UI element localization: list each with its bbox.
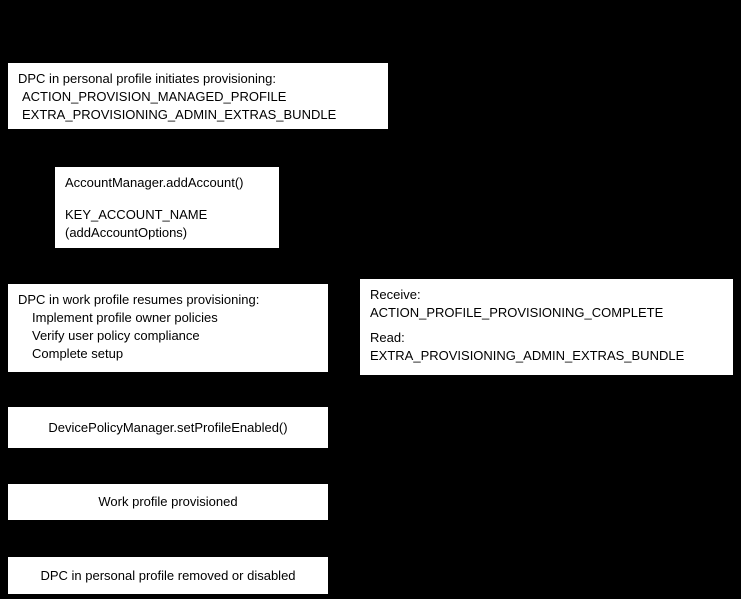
flow-box-add-account: AccountManager.addAccount() KEY_ACCOUNT_… — [55, 167, 279, 248]
flow-box-work-profile-provisioned: Work profile provisioned — [8, 484, 328, 520]
box-line-extra-bundle: EXTRA_PROVISIONING_ADMIN_EXTRAS_BUNDLE — [22, 107, 337, 122]
box-label-receive: Receive: — [370, 287, 421, 302]
box-line-extras-bundle: EXTRA_PROVISIONING_ADMIN_EXTRAS_BUNDLE — [370, 348, 685, 363]
flow-box-set-profile-enabled: DevicePolicyManager.setProfileEnabled() — [8, 407, 328, 448]
box-label-read: Read: — [370, 330, 405, 345]
box-line-action-provision: ACTION_PROVISION_MANAGED_PROFILE — [22, 89, 287, 104]
flow-box-resume-provisioning: DPC in work profile resumes provisioning… — [8, 284, 328, 372]
box-label: DPC in personal profile removed or disab… — [40, 567, 296, 583]
box-title: DPC in personal profile initiates provis… — [18, 71, 276, 86]
box-step-verify-compliance: Verify user policy compliance — [32, 328, 200, 343]
box-line-add-account-call: AccountManager.addAccount() — [65, 175, 244, 190]
box-title: DPC in work profile resumes provisioning… — [18, 292, 260, 307]
box-label: Work profile provisioned — [98, 494, 238, 509]
flow-box-dpc-removed: DPC in personal profile removed or disab… — [8, 557, 328, 594]
box-step-implement-policies: Implement profile owner policies — [32, 310, 218, 325]
box-line-add-account-options: (addAccountOptions) — [65, 225, 188, 240]
flow-box-receive-broadcast: Receive: ACTION_PROFILE_PROVISIONING_COM… — [360, 279, 733, 375]
box-line-key-account-name: KEY_ACCOUNT_NAME — [65, 207, 208, 222]
box-label: DevicePolicyManager.setProfileEnabled() — [48, 419, 288, 435]
box-line-provisioning-complete: ACTION_PROFILE_PROVISIONING_COMPLETE — [370, 305, 664, 320]
flow-box-initiate-provisioning: DPC in personal profile initiates provis… — [8, 63, 388, 129]
box-step-complete-setup: Complete setup — [32, 346, 124, 361]
